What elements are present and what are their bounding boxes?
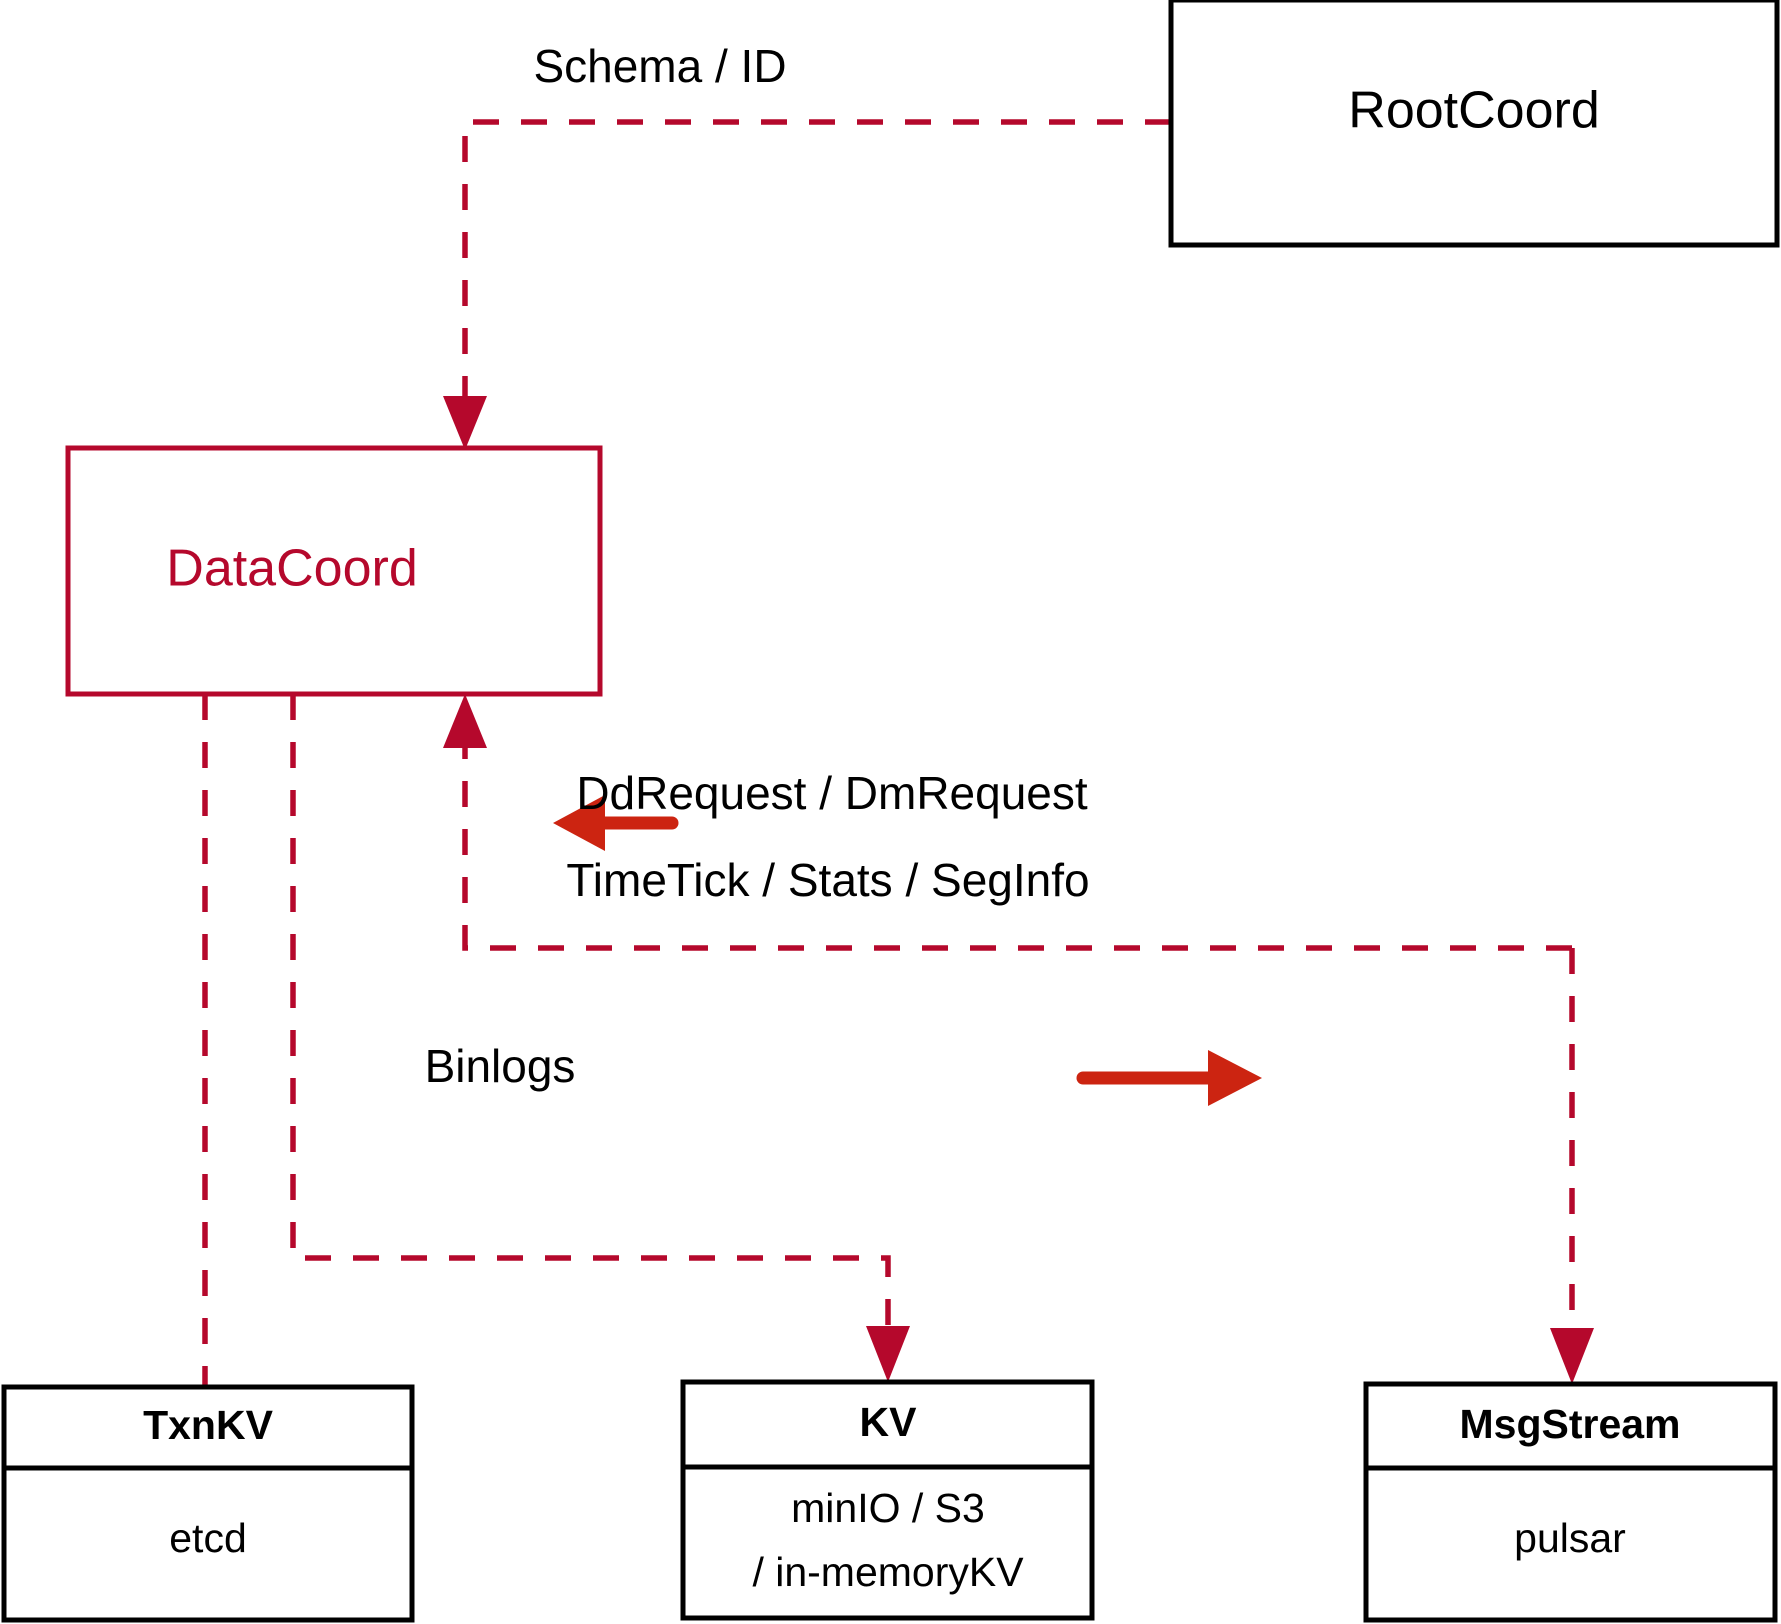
node-msgstream-body: pulsar <box>1514 1515 1626 1561</box>
edge-label-binlogs: Binlogs <box>425 1040 576 1092</box>
edge-binlogs-line <box>290 694 891 1356</box>
edge-schema-id <box>443 119 1171 450</box>
node-kv-header: KV <box>860 1399 918 1445</box>
node-datacoord[interactable]: DataCoord <box>65 445 603 697</box>
flow-arrow-right <box>1076 1050 1262 1106</box>
node-msgstream-header: MsgStream <box>1459 1401 1680 1447</box>
edge-schema-id-arrowhead <box>443 396 487 450</box>
flow-arrow-right-head <box>1208 1050 1262 1106</box>
edge-label-timetick-stats-seginfo: TimeTick / Stats / SegInfo <box>566 854 1089 906</box>
edge-label-schema-id: Schema / ID <box>533 40 786 92</box>
flow-arrow-left <box>553 795 679 851</box>
edge-binlogs-arrowhead <box>866 1326 910 1382</box>
edge-timetick-arrowhead <box>1550 1328 1594 1384</box>
node-rootcoord-box <box>1168 0 1780 248</box>
node-kv-body-line2: / in-memoryKV <box>752 1549 1024 1595</box>
node-txnkv[interactable]: TxnKV etcd <box>1 1384 415 1623</box>
node-txnkv-box <box>1 1384 415 1623</box>
node-datacoord-box <box>65 445 603 697</box>
edge-dd-dm-request-arrowhead <box>443 694 487 748</box>
node-txnkv-header: TxnKV <box>143 1402 274 1448</box>
edge-binlogs <box>290 694 910 1382</box>
edge-timetick-stats-seginfo <box>1550 948 1594 1384</box>
node-rootcoord[interactable]: RootCoord <box>1168 0 1780 248</box>
node-kv-box <box>680 1379 1095 1621</box>
edge-schema-id-line <box>462 119 1171 428</box>
node-msgstream-box <box>1363 1381 1778 1623</box>
node-kv[interactable]: KV minIO / S3 / in-memoryKV <box>680 1379 1095 1621</box>
node-msgstream[interactable]: MsgStream pulsar <box>1363 1381 1778 1623</box>
node-rootcoord-label: RootCoord <box>1348 82 1599 140</box>
node-txnkv-body: etcd <box>169 1515 247 1561</box>
edge-label-dd-dm-request: DdRequest / DmRequest <box>576 767 1088 819</box>
node-datacoord-label: DataCoord <box>166 540 417 598</box>
flow-arrow-left-head <box>553 795 605 851</box>
node-kv-body-line1: minIO / S3 <box>791 1485 985 1531</box>
edge-dd-dm-request-line <box>462 716 1572 951</box>
edge-dd-dm-request <box>443 694 1572 951</box>
